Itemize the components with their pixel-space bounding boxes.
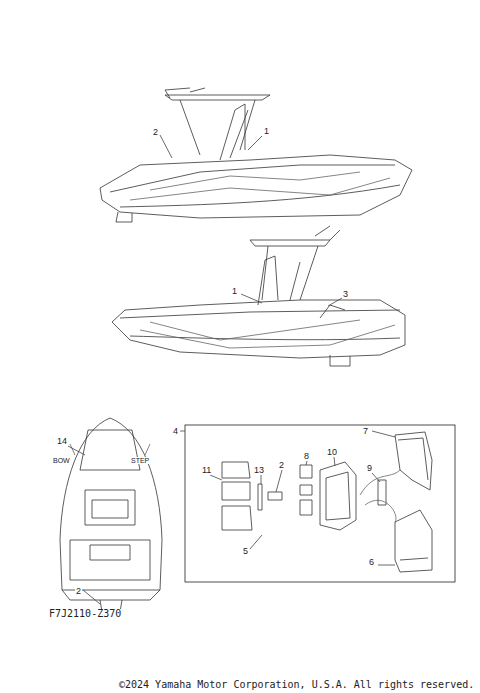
boat-side-view [112,226,405,366]
copyright-note: ©2024 Yamaha Motor Corporation, U.S.A. A… [118,680,475,690]
boat-side-view [100,88,412,222]
leader-line [68,135,395,604]
callout-number: 10 [326,448,338,457]
figure-code: F7J2110-Z370 [48,609,122,619]
callout-number: 14 [56,437,68,446]
direction-text: STEP [130,457,150,464]
callout-number: 1 [263,127,270,136]
callout-number: 11 [201,466,212,475]
callout-number: 6 [368,558,375,567]
boat-top-view [60,418,162,612]
callout-number: 1 [231,287,238,296]
callout-number: 5 [242,547,249,556]
callout-number: 2 [75,587,82,596]
callout-number: 7 [362,427,369,436]
callout-number: 3 [342,290,349,299]
callout-number: 4 [172,427,179,436]
decal-set-box [185,425,455,582]
callout-number: 2 [152,128,159,137]
callout-number: 8 [303,452,310,461]
callout-number: 9 [366,464,373,473]
callout-number: 13 [253,466,265,475]
callout-number: 2 [278,461,285,470]
direction-text: BOW [52,457,71,464]
